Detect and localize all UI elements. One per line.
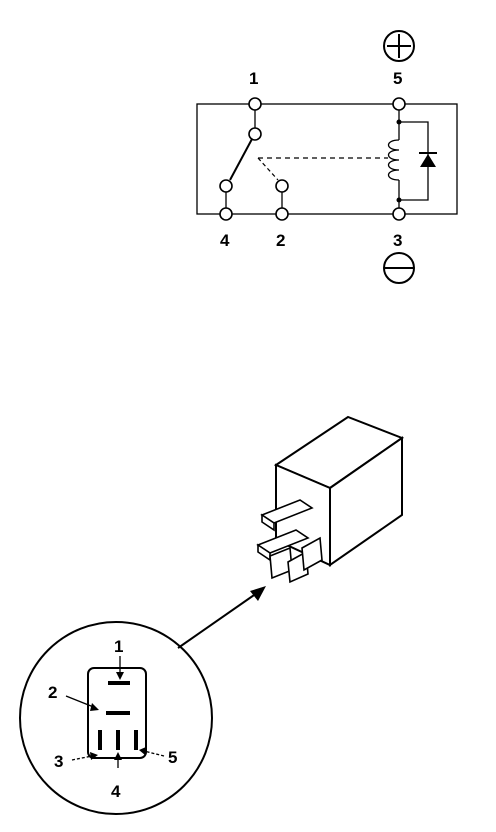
connector-circle [19, 621, 213, 815]
pin-2-label: 2 [48, 683, 57, 702]
plus-terminal-icon [383, 30, 415, 62]
connector-view: 1 2 3 4 5 [19, 621, 213, 815]
terminal-3-label: 3 [393, 231, 402, 250]
relay-body-illustration [256, 415, 405, 584]
pointer-arrow [177, 586, 266, 649]
switch-icon [219, 110, 388, 208]
diode-icon [399, 121, 437, 201]
relay-pins [256, 499, 323, 584]
relay-schematic: 1 5 4 2 3 [196, 30, 458, 284]
terminal-4-dot [219, 207, 233, 221]
terminal-2-label: 2 [276, 231, 285, 250]
coil-icon [387, 110, 402, 208]
pin-3-label: 3 [54, 752, 63, 771]
pin-4-label: 4 [111, 782, 121, 801]
pin-1-label: 1 [114, 637, 123, 656]
terminal-1-dot [248, 97, 262, 111]
minus-terminal-icon [383, 252, 415, 284]
terminal-2-dot [275, 207, 289, 221]
terminal-4-label: 4 [220, 231, 230, 250]
terminal-1-label: 1 [249, 69, 258, 88]
terminal-5-label: 5 [393, 69, 402, 88]
terminal-5-dot [392, 97, 406, 111]
pin-5-label: 5 [168, 748, 177, 767]
terminal-3-dot [392, 207, 406, 221]
schematic-frame [196, 103, 458, 215]
